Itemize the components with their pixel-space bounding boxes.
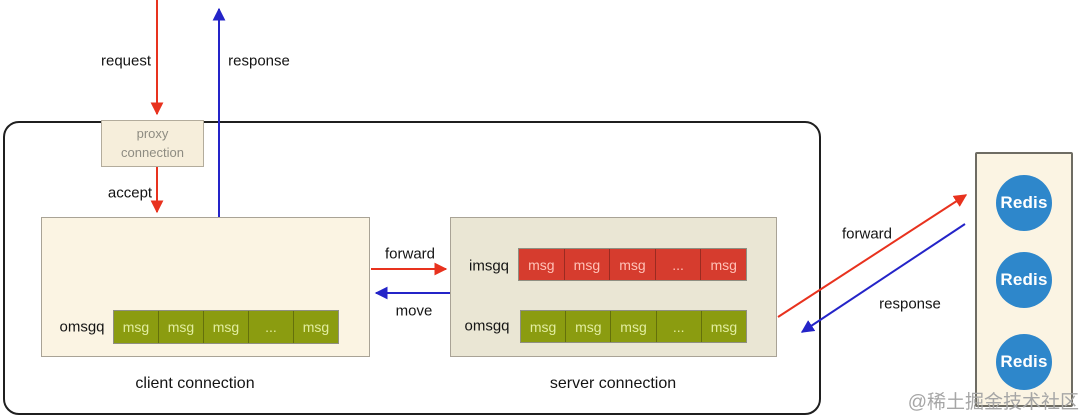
watermark-text: @稀土掘金技术社区 xyxy=(907,392,1079,413)
msg-cell: msg xyxy=(158,311,203,343)
msg-ellipsis-cell: ... xyxy=(248,311,293,343)
client-connection-caption: client connection xyxy=(135,375,255,392)
move-label: move xyxy=(395,302,433,320)
response-top-label: response xyxy=(228,52,290,70)
msg-ellipsis-cell: ... xyxy=(654,249,701,280)
msg-cell: msg xyxy=(610,311,655,342)
response-redis-label: response xyxy=(879,295,941,313)
msg-cell: msg xyxy=(700,249,746,280)
msg-cell: msg xyxy=(529,318,557,335)
redis-node-3: Redis xyxy=(996,334,1052,390)
msg-cell: msg xyxy=(122,319,150,335)
msg-cell: msg xyxy=(565,311,610,342)
msg-cell: msg xyxy=(563,249,610,280)
msg-cell: msg xyxy=(528,256,555,273)
redis-node-1: Redis xyxy=(996,175,1052,231)
msg-cell: msg xyxy=(700,311,746,342)
server-connection-caption: server connection xyxy=(549,375,677,392)
client-omsgq-queue: msg msg msg ... msg xyxy=(113,310,339,344)
server-omsgq-label: omsgq xyxy=(464,317,510,335)
msg-cell: msg xyxy=(293,311,338,343)
proxy-connection-label-line1: proxy xyxy=(136,125,169,141)
redis-node-2: Redis xyxy=(996,252,1052,308)
msg-cell: msg xyxy=(609,249,655,280)
server-omsgq-queue: msg msg msg ... msg xyxy=(520,310,747,343)
forward-mid-label: forward xyxy=(384,245,436,263)
proxy-connection-label-line2: connection xyxy=(121,144,184,160)
proxy-connection-box: proxy connection xyxy=(101,120,204,167)
msg-cell: msg xyxy=(203,311,248,343)
msg-ellipsis-cell: ... xyxy=(655,311,701,342)
server-imsgq-queue: msg msg msg ... msg xyxy=(518,248,747,281)
forward-redis-label: forward xyxy=(841,225,893,243)
accept-label: accept xyxy=(107,184,153,202)
client-omsgq-label: omsgq xyxy=(59,318,105,336)
server-imsgq-label: imsgq xyxy=(468,257,510,275)
request-label: request xyxy=(100,52,152,70)
